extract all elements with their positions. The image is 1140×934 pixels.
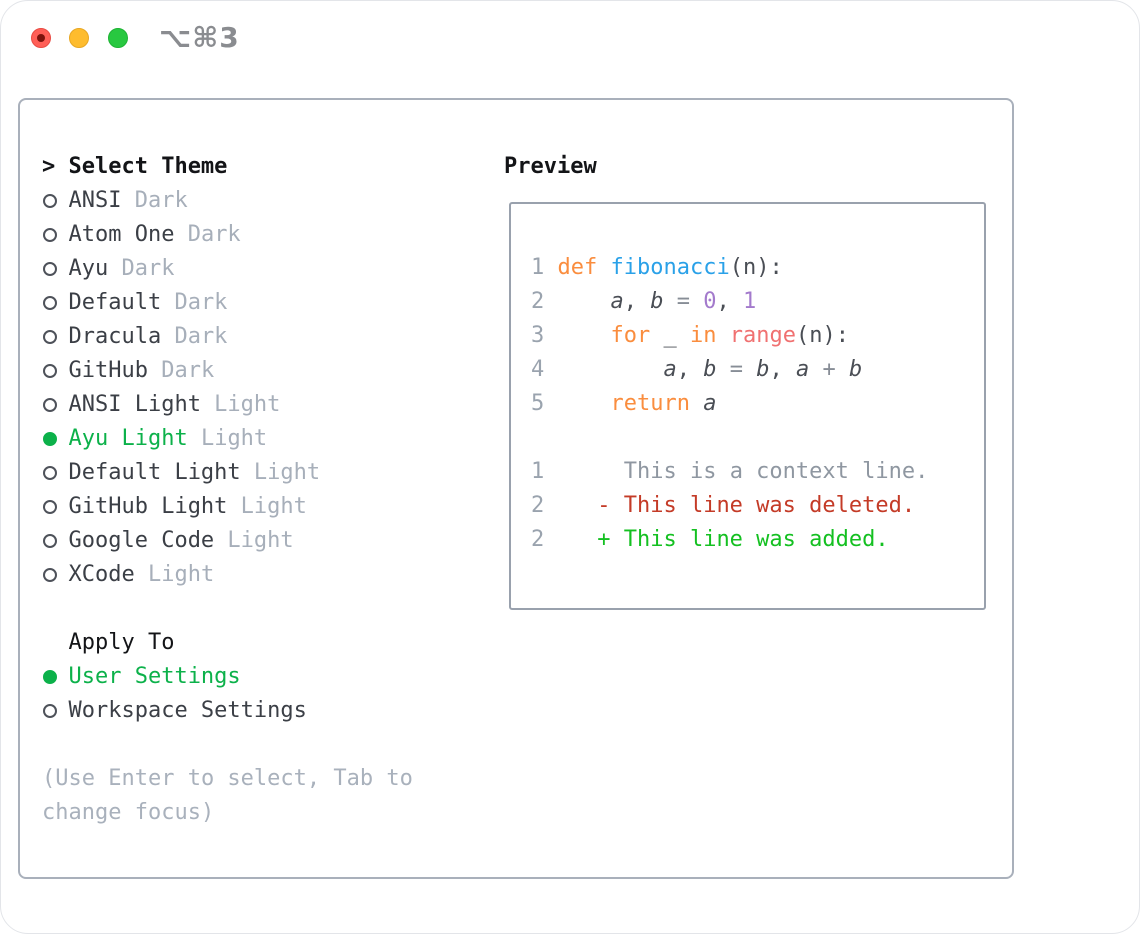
apply-option-label: Workspace Settings [68, 698, 307, 723]
theme-option-default-light[interactable]: Default Light Light [42, 456, 504, 490]
theme-option-default[interactable]: Default Dark [42, 286, 504, 320]
code-line: 3 for _ in range(n): [531, 323, 849, 348]
theme-option-ayu-light[interactable]: Ayu Light Light [42, 422, 504, 456]
apply-option-workspace-settings[interactable]: Workspace Settings [42, 694, 504, 728]
prompt-icon: > [42, 154, 56, 179]
theme-option-xcode[interactable]: XCode Light [42, 558, 504, 592]
radio-icon [42, 184, 68, 218]
preview-box: 1 def fibonacci(n): 2 a, b = 0, 1 3 for _ … [509, 202, 986, 610]
theme-name: GitHub [68, 358, 148, 383]
theme-name: Default Light [68, 460, 241, 485]
theme-list-title: Select Theme [68, 154, 228, 179]
theme-variant: Dark [161, 290, 228, 315]
theme-name: Ayu Light [68, 426, 188, 451]
diff-line: 2 - This line was deleted. [531, 493, 916, 518]
window-title: ⌥⌘3 [159, 21, 240, 54]
theme-option-ayu[interactable]: Ayu Dark [42, 252, 504, 286]
selected-radio-icon [42, 422, 68, 456]
radio-icon [42, 252, 68, 286]
theme-variant: Dark [147, 358, 215, 383]
apply-to-header: Apply To [42, 626, 504, 660]
radio-icon [42, 558, 68, 592]
theme-variant: Light [227, 494, 307, 519]
selected-radio-icon [42, 660, 68, 694]
theme-name: ANSI [68, 188, 122, 213]
apply-option-label: User Settings [68, 664, 241, 689]
theme-name: Default [68, 290, 162, 315]
minimize-button[interactable] [69, 28, 89, 48]
diff-line: 2 + This line was added. [531, 527, 889, 552]
radio-icon [42, 490, 68, 524]
theme-variant: Light [214, 528, 294, 553]
theme-variant: Light [200, 392, 281, 417]
radio-icon [42, 456, 68, 490]
radio-icon [42, 524, 68, 558]
theme-variant: Dark [121, 188, 188, 213]
diff-line: 1 This is a context line. [531, 459, 929, 484]
help-text-line2: change focus) [42, 800, 215, 825]
theme-option-github-light[interactable]: GitHub Light Light [42, 490, 504, 524]
radio-icon [42, 320, 68, 354]
theme-option-dracula[interactable]: Dracula Dark [42, 320, 504, 354]
theme-option-ansi-light[interactable]: ANSI Light Light [42, 388, 504, 422]
theme-option-ansi[interactable]: ANSI Dark [42, 184, 504, 218]
theme-variant: Dark [108, 256, 175, 281]
spacer [42, 728, 504, 762]
radio-icon [42, 354, 68, 388]
theme-name: GitHub Light [68, 494, 228, 519]
apply-to-title: Apply To [68, 630, 175, 655]
theme-variant: Light [134, 562, 215, 587]
radio-icon [42, 286, 68, 320]
spacer [42, 592, 504, 626]
radio-icon [42, 694, 68, 728]
code-line: 5 return a [531, 391, 717, 416]
titlebar: ⌥⌘3 [1, 1, 1139, 75]
code-line: 2 a, b = 0, 1 [531, 289, 757, 314]
theme-name: XCode [68, 562, 135, 587]
theme-option-atom-one[interactable]: Atom One Dark [42, 218, 504, 252]
close-button[interactable] [31, 28, 51, 48]
theme-option-github[interactable]: GitHub Dark [42, 354, 504, 388]
theme-name: Ayu [68, 256, 109, 281]
preview-panel: Preview 1 def fibonacci(n): 2 a, b = 0, 1… [504, 150, 1012, 877]
theme-variant: Dark [161, 324, 228, 349]
radio-icon [42, 218, 68, 252]
help-text-line1: (Use Enter to select, Tab to [42, 766, 413, 791]
theme-name: ANSI Light [68, 392, 201, 417]
radio-icon [42, 388, 68, 422]
theme-list-header: > Select Theme [42, 150, 504, 184]
theme-option-google-code[interactable]: Google Code Light [42, 524, 504, 558]
code-line: 4 a, b = b, a + b [531, 357, 863, 382]
theme-variant: Light [187, 426, 268, 451]
preview-title: Preview [504, 154, 597, 179]
theme-variant: Light [240, 460, 321, 485]
code-line: 1 def fibonacci(n): [531, 255, 783, 280]
theme-name: Google Code [68, 528, 215, 553]
apply-option-user-settings[interactable]: User Settings [42, 660, 504, 694]
theme-variant: Dark [174, 222, 241, 247]
theme-name: Atom One [68, 222, 175, 247]
zoom-button[interactable] [108, 28, 128, 48]
theme-name: Dracula [68, 324, 162, 349]
blank-line [531, 421, 984, 455]
